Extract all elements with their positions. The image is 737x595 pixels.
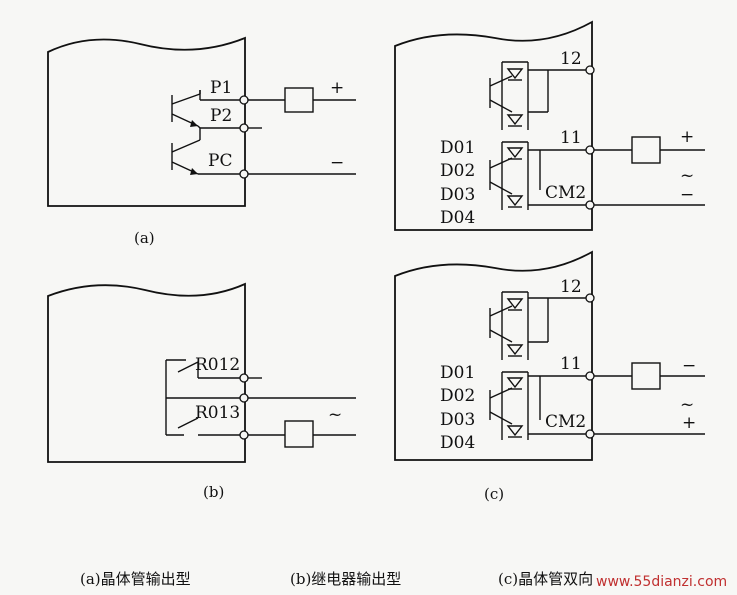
- caption-c: (c)晶体管双向: [498, 570, 593, 588]
- sublabel-a: (a): [134, 229, 155, 247]
- caption-a: (a)晶体管输出型: [80, 570, 191, 588]
- sign-minus-a: −: [330, 153, 344, 173]
- watermark: www.55dianzi.com: [596, 574, 727, 590]
- panel-b-relay-output: R012 R013 ~ (b): [47, 282, 356, 501]
- terminal-cm2-top: [585, 200, 595, 210]
- sign-ac-b: ~: [328, 405, 342, 425]
- terminal-12-bottom: [585, 293, 595, 303]
- label-12-bottom: 12: [560, 277, 582, 297]
- terminal-p2: [239, 123, 249, 133]
- label-d04-top: D04: [440, 208, 475, 228]
- load-box-c-top: [631, 136, 661, 164]
- sign-plus-a: +: [330, 78, 344, 98]
- label-11-bottom: 11: [560, 354, 582, 374]
- label-cm2-bottom: CM2: [545, 412, 586, 432]
- label-d03-bottom: D03: [440, 410, 475, 430]
- load-box-c-bottom: [631, 362, 661, 390]
- terminal-r012: [239, 373, 249, 383]
- terminal-11-bottom: [585, 371, 595, 381]
- panel-c-bottom-housing: [394, 250, 593, 461]
- sign-plus-c-top: +: [680, 127, 694, 147]
- terminal-11-top: [585, 145, 595, 155]
- label-p1: P1: [210, 78, 232, 98]
- label-cm2-top: CM2: [545, 183, 586, 203]
- label-pc: PC: [208, 151, 232, 171]
- label-12-top: 12: [560, 49, 582, 69]
- label-d01-bottom: D01: [440, 363, 475, 383]
- panel-b-housing: [47, 282, 246, 463]
- panel-a-transistor-output: P1 P2 PC + − (a): [47, 36, 356, 247]
- label-r013: R013: [195, 403, 240, 423]
- caption-b: (b)继电器输出型: [290, 570, 401, 588]
- label-11-top: 11: [560, 128, 582, 148]
- label-d02-bottom: D02: [440, 386, 475, 406]
- sign-plus-c-bottom: +: [682, 413, 696, 433]
- label-d03-top: D03: [440, 185, 475, 205]
- sign-ac-c-top: ~: [680, 166, 694, 186]
- label-r012: R012: [195, 355, 240, 375]
- terminal-p1: [239, 95, 249, 105]
- terminal-r013: [239, 430, 249, 440]
- panel-a-housing: [47, 36, 246, 207]
- terminal-common-b: [239, 393, 249, 403]
- sign-minus-c-bottom: −: [682, 356, 696, 376]
- transistor-lower: [171, 139, 201, 175]
- sign-ac-c-bottom: ~: [680, 395, 694, 415]
- sublabel-b: (b): [203, 483, 224, 501]
- label-d01-top: D01: [440, 138, 475, 158]
- sublabel-c: (c): [484, 485, 504, 503]
- transistor-upper: [171, 90, 201, 127]
- sign-minus-c-top: −: [680, 185, 694, 205]
- load-box-a: [284, 87, 314, 113]
- load-box-b: [284, 420, 314, 448]
- panel-c-bottom-bidirectional: 12 11 CM2 D01 D02 D03 D04 − ~ + (c): [394, 250, 705, 503]
- label-p2: P2: [210, 106, 232, 126]
- terminal-cm2-bottom: [585, 429, 595, 439]
- label-d04-bottom: D04: [440, 433, 475, 453]
- label-d02-top: D02: [440, 161, 475, 181]
- terminal-pc: [239, 169, 249, 179]
- panel-c-top-housing: [394, 20, 593, 231]
- panel-c-top-bidirectional: 12 11 CM2 D01 D02 D03 D04 + ~ −: [394, 20, 705, 231]
- terminal-12-top: [585, 65, 595, 75]
